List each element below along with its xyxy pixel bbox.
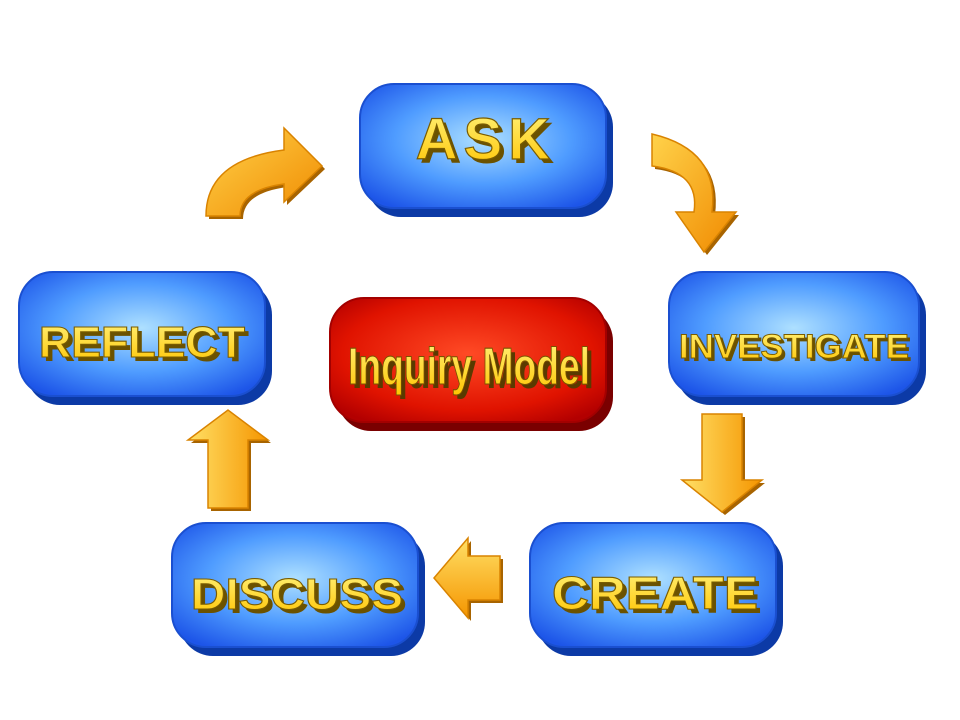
center-node-label-shadow: Inquiry Model [352, 342, 594, 400]
step-investigate-label-shadow: INVESTIGATE [682, 331, 912, 369]
arrow-create-to-discuss [433, 535, 503, 621]
up-arrow-icon [185, 409, 271, 509]
step-investigate-label: INVESTIGATE [679, 328, 909, 366]
curved-arrow-icon [205, 126, 324, 217]
step-ask-box [359, 83, 607, 209]
arrow-discuss-to-reflect [185, 409, 271, 511]
center-node-box [329, 297, 607, 423]
step-reflect-box [18, 271, 266, 397]
step-discuss-box [171, 522, 419, 648]
arrow-reflect-to-ask [205, 126, 325, 219]
step-reflect: REFLECT REFLECT [18, 271, 272, 405]
step-ask: ASK ASK [359, 83, 613, 217]
arrow-ask-to-investigate [651, 133, 739, 255]
step-reflect-label: REFLECT [39, 318, 245, 367]
curved-arrow-icon [651, 133, 738, 254]
step-ask-label: ASK [416, 107, 556, 172]
step-create-label: CREATE [552, 567, 758, 619]
arrow-investigate-to-create [679, 413, 765, 515]
left-arrow-icon [433, 535, 501, 621]
step-create-box [529, 522, 777, 648]
step-ask-label-shadow: ASK [420, 111, 560, 176]
center-node: Inquiry Model Inquiry Model [329, 297, 613, 431]
step-discuss: DISCUSS DISCUSS [171, 522, 425, 656]
center-node-label: Inquiry Model [348, 338, 590, 396]
step-create-label-shadow: CREATE [556, 571, 762, 623]
step-discuss-label-shadow: DISCUSS [195, 574, 407, 623]
step-create: CREATE CREATE [529, 522, 783, 656]
step-investigate: INVESTIGATE INVESTIGATE [668, 271, 926, 405]
down-arrow-icon [679, 413, 765, 513]
step-reflect-label-shadow: REFLECT [43, 322, 249, 371]
step-discuss-label: DISCUSS [191, 570, 403, 619]
step-investigate-box [668, 271, 920, 397]
